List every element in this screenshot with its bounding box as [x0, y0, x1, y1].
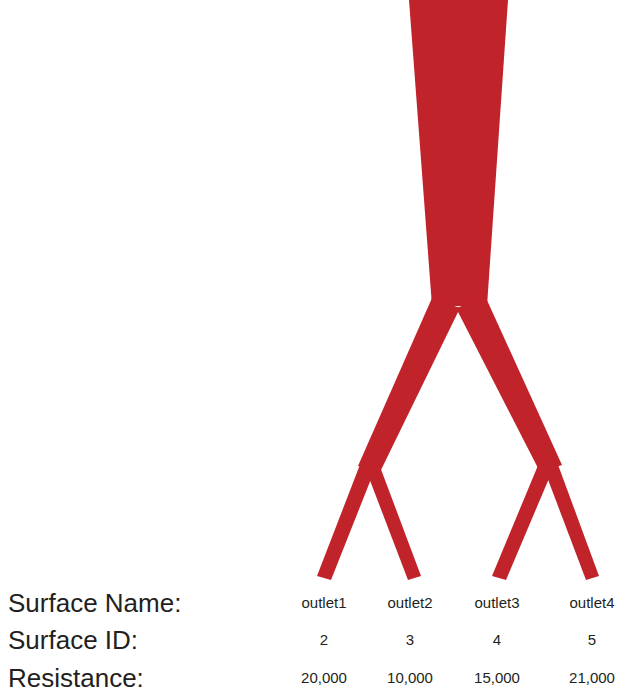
- row-heading: Surface ID:: [8, 626, 138, 655]
- cell-value: 10,000: [387, 670, 433, 687]
- cell-value: 15,000: [474, 670, 520, 687]
- cell-value: outlet1: [301, 595, 346, 612]
- cell-value: 5: [588, 632, 596, 649]
- cell-value: outlet4: [569, 595, 614, 612]
- outlet-branch: [317, 462, 375, 580]
- left-branch: [358, 298, 460, 472]
- cell-value: 3: [406, 632, 414, 649]
- trunk: [409, 0, 508, 306]
- row-heading: Resistance:: [8, 664, 144, 693]
- outlet-branch: [366, 464, 421, 580]
- cell-value: 4: [493, 632, 501, 649]
- cell-value: outlet2: [387, 595, 432, 612]
- cell-value: 2: [320, 632, 328, 649]
- cell-value: 20,000: [301, 670, 347, 687]
- row-heading: Surface Name:: [8, 589, 181, 618]
- outlet-branch: [492, 463, 553, 580]
- outlet-branch: [544, 462, 599, 580]
- cell-value: 21,000: [569, 670, 615, 687]
- right-branch: [456, 298, 562, 472]
- cell-value: outlet3: [474, 595, 519, 612]
